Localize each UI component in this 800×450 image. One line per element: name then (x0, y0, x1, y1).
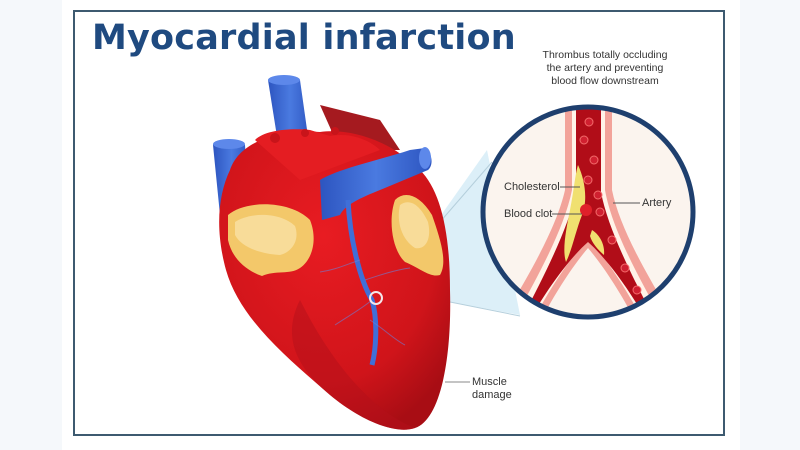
caption-line-2: the artery and preventing (546, 62, 664, 74)
left-margin (0, 0, 62, 450)
blood-clot-label: Blood clot (504, 208, 553, 220)
cholesterol-label: Cholesterol (504, 181, 560, 193)
diagram-title: Myocardial infarction (92, 18, 516, 58)
caption-line-3: blood flow downstream (551, 75, 659, 87)
blood-clot (580, 204, 592, 216)
thrombus-caption: Thrombus totally occluding the artery an… (505, 49, 705, 88)
caption-line-1: Thrombus totally occluding (542, 49, 668, 61)
artery-label: Artery (642, 197, 672, 209)
muscle-damage-label: Muscle damage (472, 376, 512, 402)
blockage-marker (369, 291, 383, 305)
muscle-damage-line-1: Muscle (472, 376, 507, 388)
coronary-artery (345, 199, 379, 366)
muscle-damage-line-2: damage (472, 389, 512, 401)
right-margin (740, 0, 800, 450)
